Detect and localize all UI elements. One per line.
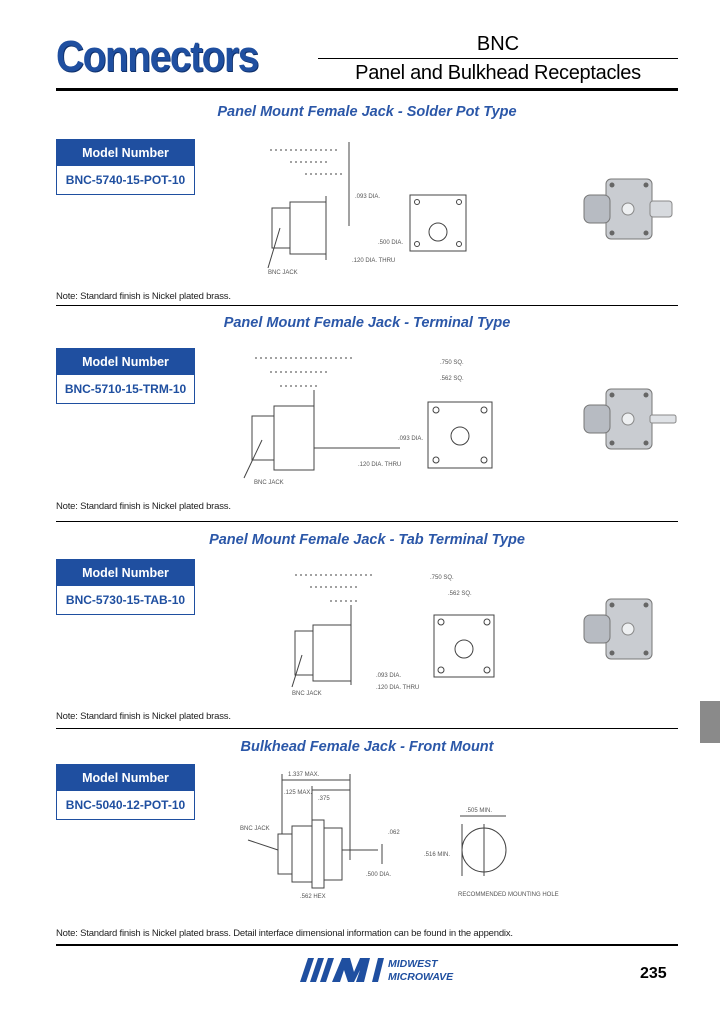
svg-text:.093 DIA.: .093 DIA. <box>398 436 423 442</box>
footer-rule <box>56 944 678 946</box>
section-3-note: Note: Standard finish is Nickel plated b… <box>56 711 231 722</box>
model-number-label: Model Number <box>57 140 194 166</box>
section-3-title: Panel Mount Female Jack - Tab Terminal T… <box>209 532 525 548</box>
section-4-model-box: Model Number BNC-5040-12-POT-10 <box>56 764 195 820</box>
logo-line-1: MIDWEST <box>388 958 439 970</box>
section-3-model-box: Model Number BNC-5730-15-TAB-10 <box>56 559 195 615</box>
dim-hole: RECOMMENDED MOUNTING HOLE <box>458 892 559 898</box>
svg-text:.562 SQ.: .562 SQ. <box>440 376 464 382</box>
dim-pot: .062 <box>388 830 400 836</box>
svg-text:.500 DIA.: .500 DIA. <box>378 240 403 246</box>
model-number-label: Model Number <box>57 560 194 586</box>
header-sub-rule <box>318 58 678 59</box>
dim-hex: .562 HEX <box>300 894 326 900</box>
section-separator <box>56 521 678 522</box>
section-2-connector-photo <box>583 388 677 450</box>
section-1-model-box: Model Number BNC-5740-15-POT-10 <box>56 139 195 195</box>
model-number-value: BNC-5730-15-TAB-10 <box>65 593 186 607</box>
section-1-title: Panel Mount Female Jack - Solder Pot Typ… <box>217 104 517 120</box>
section-2-note: Note: Standard finish is Nickel plated b… <box>56 501 231 512</box>
midwest-microwave-logo: MIDWEST MICROWAVE <box>300 958 454 983</box>
section-2-drawing: .750 SQ. .562 SQ. .093 DIA. .120 DIA. TH… <box>243 357 493 486</box>
svg-text:.093 DIA.: .093 DIA. <box>376 673 401 679</box>
section-separator <box>56 305 678 306</box>
page-number: 235 <box>640 965 667 982</box>
section-2-model-box: Model Number BNC-5710-15-TRM-10 <box>56 348 195 404</box>
section-1-connector-photo <box>583 178 673 240</box>
svg-text:.120 DIA. THRU: .120 DIA. THRU <box>352 258 395 264</box>
section-3-connector-photo <box>583 598 653 660</box>
section-4-drawing: 1.337 MAX. .125 MAX. .375 BNC JACK .062 … <box>240 772 559 900</box>
svg-text:.750 SQ.: .750 SQ. <box>430 575 454 581</box>
series-name: BNC <box>476 33 520 55</box>
series-title: Panel and Bulkhead Receptacles <box>355 62 641 84</box>
dim-jack: BNC JACK <box>240 826 270 832</box>
brand-title: Connectors <box>56 32 259 81</box>
svg-text:.750 SQ.: .750 SQ. <box>440 360 464 366</box>
dim-flange: .375 <box>318 796 330 802</box>
section-4-title: Bulkhead Female Jack - Front Mount <box>240 739 494 755</box>
model-number-label: Model Number <box>57 349 194 375</box>
svg-text:.093 DIA.: .093 DIA. <box>355 194 380 200</box>
dim-overall: 1.337 MAX. <box>288 772 320 778</box>
logo-line-2: MICROWAVE <box>388 971 454 983</box>
svg-text:.120 DIA. THRU: .120 DIA. THRU <box>358 462 401 468</box>
model-number-value: BNC-5710-15-TRM-10 <box>64 382 187 396</box>
section-tab-marker <box>700 701 720 743</box>
section-2-title: Panel Mount Female Jack - Terminal Type <box>223 315 511 331</box>
model-number-label: Model Number <box>57 765 194 791</box>
svg-text:BNC JACK: BNC JACK <box>292 691 322 697</box>
dim-dia: .500 DIA. <box>366 872 391 878</box>
section-3-drawing: .750 SQ. .562 SQ. .093 DIA. .120 DIA. TH… <box>291 574 495 697</box>
section-1-note: Note: Standard finish is Nickel plated b… <box>56 291 231 302</box>
dim-panel: .125 MAX. <box>284 790 312 796</box>
svg-text:.120 DIA. THRU: .120 DIA. THRU <box>376 685 419 691</box>
dim-mount-width: .505 MIN. <box>466 808 492 814</box>
svg-text:.562 SQ.: .562 SQ. <box>448 591 472 597</box>
header-rule <box>56 88 678 91</box>
section-4-note: Note: Standard finish is Nickel plated b… <box>56 928 513 939</box>
model-number-value: BNC-5040-12-POT-10 <box>65 798 186 812</box>
svg-text:BNC JACK: BNC JACK <box>254 480 284 486</box>
model-number-value: BNC-5740-15-POT-10 <box>65 173 186 187</box>
dim-mount-dia: .516 MIN. <box>424 852 450 858</box>
section-1-drawing: .093 DIA. .500 DIA. .120 DIA. THRU BNC J… <box>267 142 467 276</box>
svg-text:BNC JACK: BNC JACK <box>268 270 298 276</box>
section-separator <box>56 728 678 729</box>
